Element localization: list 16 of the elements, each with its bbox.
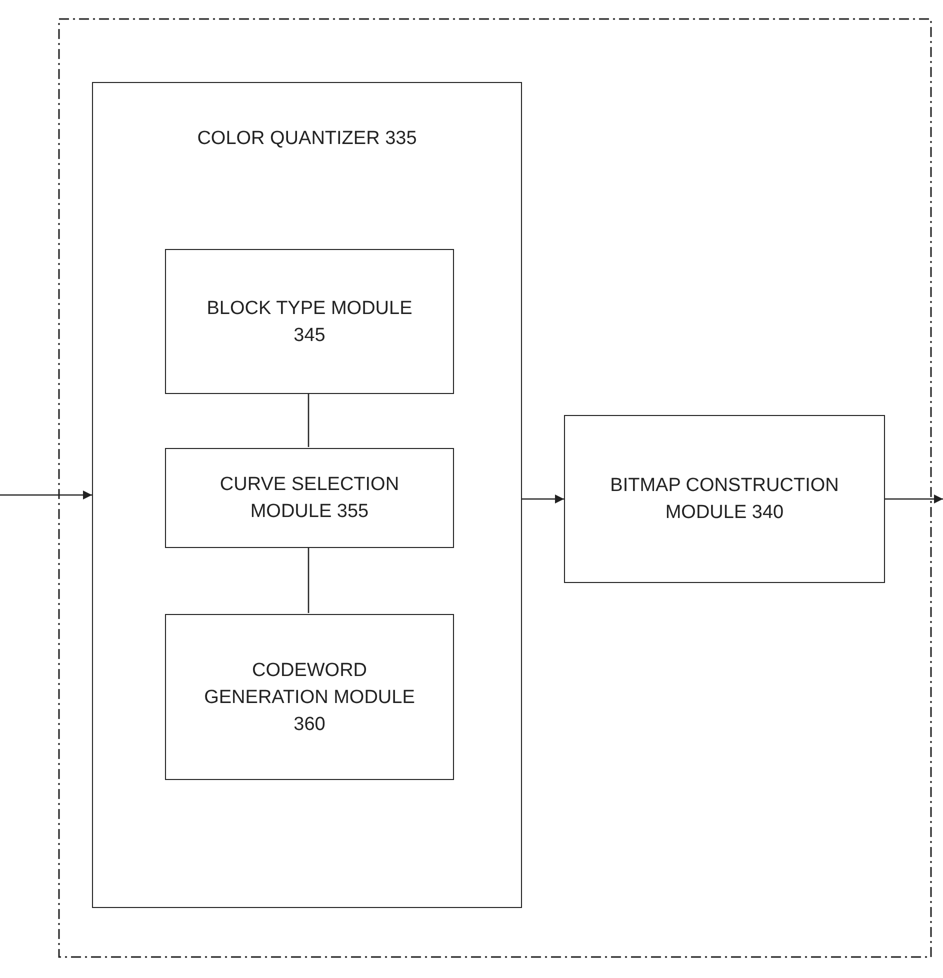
module-box — [165, 448, 454, 548]
arrow — [885, 494, 943, 504]
module-box — [165, 249, 454, 394]
module-box — [92, 82, 522, 908]
module-box — [564, 415, 885, 583]
connector-line — [308, 547, 310, 613]
module-label: CODEWORD GENERATION MODULE 360 — [203, 658, 416, 736]
module-label: BITMAP CONSTRUCTION MODULE 340 — [609, 474, 840, 525]
connector-line — [308, 393, 310, 447]
module-label: CURVE SELECTION MODULE 355 — [218, 473, 400, 524]
arrow — [0, 490, 92, 500]
module-box — [165, 614, 454, 780]
module-label: BLOCK TYPE MODULE 345 — [206, 296, 414, 348]
arrow — [522, 494, 564, 504]
module-label: COLOR QUANTIZER 335 — [197, 127, 417, 151]
dash-dot-boundary — [58, 18, 932, 958]
